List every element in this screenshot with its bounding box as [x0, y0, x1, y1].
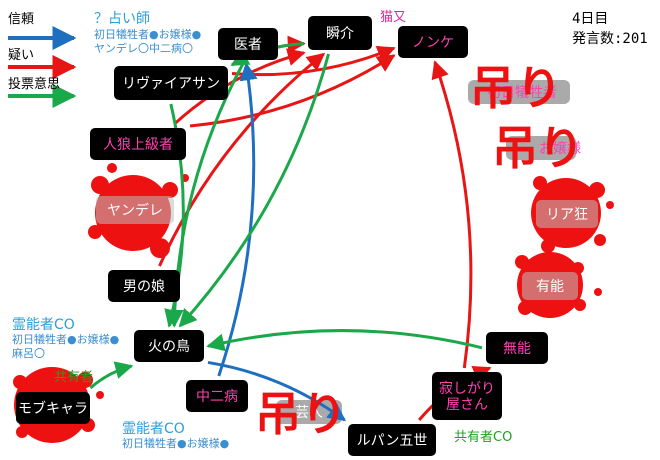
medium1-result-1: 初日犠牲者●お嬢様● [12, 333, 120, 346]
player-name: ヤンデレ [107, 202, 163, 219]
edge-suspicion-sabishi-to-nonke [431, 60, 473, 369]
player-box [348, 424, 436, 456]
player-name: 有能 [536, 279, 564, 295]
player-node-dead_c: 芸人 [295, 405, 323, 421]
player-node-munou: 無能 [486, 332, 548, 364]
player-name: ルパン五世 [357, 433, 428, 449]
player-node-isha: 医者 [218, 28, 278, 60]
hanged-label-2: 吊り [492, 121, 584, 175]
player-node-hinotori: 火の鳥 [134, 330, 204, 362]
player-box [486, 332, 548, 364]
player-name: お嬢様 [539, 141, 581, 157]
player-name: ノンケ [412, 35, 454, 51]
player-name: 初日犠牲者 [487, 84, 557, 101]
hanged-box-dead-a [468, 80, 570, 104]
hanged-box-dead-b [506, 136, 576, 160]
seer-result-2: ヤンデレ〇中二病〇 [94, 42, 193, 55]
kyouyuu-note: 共有者 [54, 370, 94, 385]
medium1-result-2: 麻呂〇 [12, 347, 45, 360]
player-node-yandere: ヤンデレ [96, 196, 174, 224]
player-name: 無能 [503, 341, 531, 357]
player-name: リア狂 [546, 207, 588, 223]
legend [8, 26, 77, 108]
player-box [108, 270, 180, 302]
player-name: 火の鳥 [148, 339, 190, 355]
player-name: 人狼上級者 [103, 137, 173, 153]
player-name: 寂しがり [439, 381, 495, 397]
player-node-lupin: ルパン五世 [348, 424, 436, 456]
edge-vote-mobu-to-hinotori [89, 361, 134, 390]
legend-label-suspicion: 疑い [8, 48, 35, 63]
player-name: 医者 [234, 37, 262, 53]
edge-trust-chuni-to-isha [217, 62, 258, 377]
legend-label-vote: 投票意思 [8, 77, 61, 92]
player-box [308, 16, 372, 50]
hanged-label-1: 吊り [470, 61, 562, 115]
player-name: 瞬介 [326, 26, 354, 42]
edge-trust-hinotori-to-lupin [207, 360, 347, 422]
player-node-dead_a: 初日犠牲者 [487, 84, 557, 101]
edge-vote-munou-to-hinotori [206, 329, 483, 352]
player-box [16, 392, 90, 424]
player-box [90, 128, 186, 160]
seer-role-note: ？占い師 [94, 11, 150, 27]
player-name: 中二病 [196, 389, 238, 405]
player-box [432, 372, 502, 420]
player-node-mobu: モブキャラ [16, 392, 90, 424]
hanged-label-3: 吊り [255, 387, 347, 441]
player-name: 屋さん [446, 397, 488, 413]
player-box [186, 380, 248, 412]
nodes: 医者瞬介ノンケリヴァイアサン人狼上級者男の娘火の鳥無能中二病寂しがり屋さんルパン… [16, 16, 598, 456]
player-name: 芸人 [295, 405, 323, 421]
player-box [134, 330, 204, 362]
edge-vote-shunsuke-to-hinotori [178, 53, 330, 328]
nekomata-note: 猫又 [380, 10, 407, 25]
medium1-role-note: 霊能者CO [12, 317, 75, 333]
seer-result-1: 初日犠牲者●お嬢様● [94, 28, 202, 41]
player-name: リヴァイアサン [122, 75, 220, 92]
player-box [114, 66, 228, 100]
medium2-result-1: 初日犠牲者●お嬢様● [122, 437, 230, 450]
player-node-yuunou: 有能 [522, 272, 578, 300]
player-node-rivaia: リヴァイアサン [114, 66, 228, 100]
kyouyuu-co-note: 共有者CO [454, 430, 513, 445]
day-counter: 4日目 [572, 11, 609, 27]
player-box [398, 26, 468, 58]
player-node-dead_b: お嬢様 [539, 141, 581, 157]
player-box [522, 272, 578, 300]
player-node-otoko: 男の娘 [108, 270, 180, 302]
player-name: 男の娘 [123, 279, 165, 295]
player-box [536, 200, 598, 228]
player-node-ria: リア狂 [536, 200, 598, 228]
player-box [218, 28, 278, 60]
player-box [96, 196, 174, 224]
medium2-role-note: 霊能者CO [122, 421, 185, 437]
player-node-jinro: 人狼上級者 [90, 128, 186, 160]
post-count: 発言数:201 [572, 31, 648, 47]
player-node-shunsuke: 瞬介 [308, 16, 372, 50]
legend-label-trust: 信頼 [8, 12, 35, 27]
player-name: モブキャラ [18, 400, 88, 417]
edge-suspicion-otoko-to-shunsuke [158, 52, 326, 267]
player-node-nonke: ノンケ [398, 26, 468, 58]
player-node-chuni: 中二病 [186, 380, 248, 412]
